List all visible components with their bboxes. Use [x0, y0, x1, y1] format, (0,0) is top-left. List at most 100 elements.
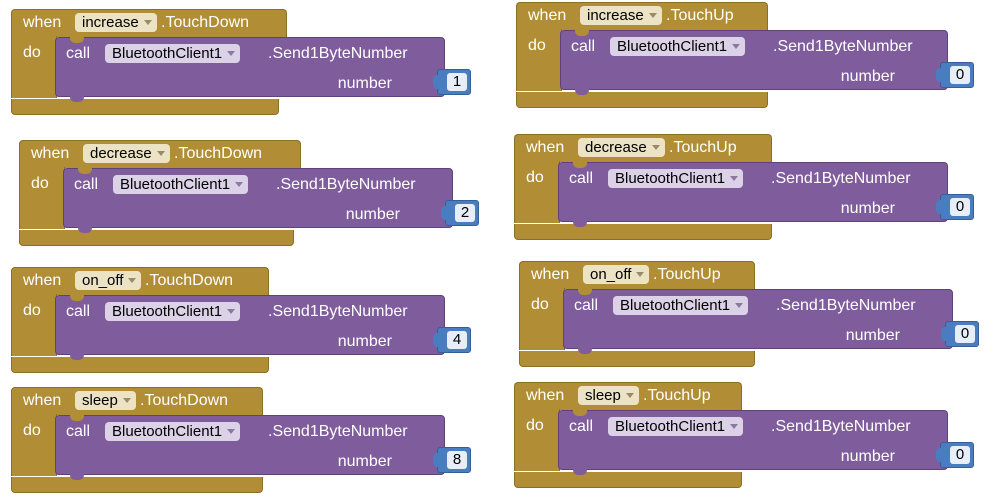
component-dropdown[interactable]: increase [580, 6, 662, 25]
chevron-down-icon [122, 398, 131, 403]
number-value-field[interactable]: 0 [955, 325, 975, 343]
client-dropdown[interactable]: BluetoothClient1 [105, 44, 241, 63]
block-notch [573, 410, 587, 416]
call-label: call [569, 418, 594, 435]
event-name: .TouchDown [140, 392, 229, 409]
event-footer [11, 357, 269, 373]
component-dropdown[interactable]: decrease [83, 144, 170, 163]
do-label: do [526, 169, 544, 186]
client-dropdown[interactable]: BluetoothClient1 [608, 169, 744, 188]
component-dropdown[interactable]: on_off [75, 271, 142, 290]
component-name: sleep [82, 392, 118, 409]
method-name: .Send1ByteNumber [276, 176, 416, 193]
method-name: .Send1ByteNumber [268, 423, 408, 440]
number-value-field[interactable]: 4 [447, 331, 467, 349]
event-header[interactable] [11, 387, 263, 415]
component-name: increase [82, 14, 139, 31]
do-label: do [23, 302, 41, 319]
number-block[interactable]: 2 [441, 200, 479, 226]
component-dropdown[interactable]: sleep [578, 386, 639, 405]
number-block[interactable]: 0 [936, 62, 974, 88]
block-tab [70, 354, 84, 360]
number-block[interactable]: 0 [936, 194, 974, 220]
when-label: when [23, 14, 62, 31]
do-label: do [23, 422, 41, 439]
client-name: BluetoothClient1 [615, 170, 726, 187]
number-value-field[interactable]: 2 [455, 204, 475, 222]
chevron-down-icon [227, 309, 236, 314]
event-name: .TouchUp [666, 7, 734, 24]
method-name: .Send1ByteNumber [268, 45, 408, 62]
number-value-field[interactable]: 0 [950, 446, 970, 464]
number-block[interactable]: 0 [941, 321, 979, 347]
number-block[interactable]: 4 [433, 327, 471, 353]
chevron-down-icon [730, 176, 739, 181]
chevron-down-icon [735, 303, 744, 308]
client-dropdown[interactable]: BluetoothClient1 [613, 296, 749, 315]
param-label: number [840, 448, 895, 465]
number-plug [433, 75, 440, 89]
param-label: number [840, 68, 895, 85]
block-tab [78, 227, 92, 233]
number-plug [941, 327, 948, 341]
when-label: when [526, 387, 565, 404]
client-dropdown[interactable]: BluetoothClient1 [105, 302, 241, 321]
chevron-down-icon [648, 13, 657, 18]
client-name: BluetoothClient1 [120, 176, 231, 193]
call-label: call [574, 297, 599, 314]
when-label: when [23, 392, 62, 409]
number-value-field[interactable]: 1 [447, 73, 467, 91]
client-dropdown[interactable]: BluetoothClient1 [610, 37, 746, 56]
client-dropdown[interactable]: BluetoothClient1 [105, 422, 241, 441]
do-label: do [31, 175, 49, 192]
number-block[interactable]: 1 [433, 69, 471, 95]
component-dropdown[interactable]: sleep [75, 391, 136, 410]
number-value-field[interactable]: 8 [447, 451, 467, 469]
chevron-down-icon [156, 151, 165, 156]
event-name: .TouchDown [145, 272, 234, 289]
event-body-spine [19, 167, 65, 229]
event-footer [516, 92, 768, 108]
param-label: number [337, 333, 392, 350]
block-notch [578, 289, 592, 295]
component-dropdown[interactable]: increase [75, 13, 157, 32]
block-tab [70, 474, 84, 480]
block-notch [575, 30, 589, 36]
number-block[interactable]: 8 [433, 447, 471, 473]
component-dropdown[interactable]: on_off [583, 265, 650, 284]
client-name: BluetoothClient1 [112, 303, 223, 320]
chevron-down-icon [636, 272, 645, 277]
client-name: BluetoothClient1 [620, 297, 731, 314]
number-value-field[interactable]: 0 [950, 66, 970, 84]
client-dropdown[interactable]: BluetoothClient1 [608, 417, 744, 436]
number-value-field[interactable]: 0 [950, 198, 970, 216]
component-dropdown[interactable]: decrease [578, 138, 665, 157]
block-notch [78, 168, 92, 174]
block-tab [573, 469, 587, 475]
when-label: when [31, 145, 70, 162]
block-notch [573, 162, 587, 168]
number-block[interactable]: 0 [936, 442, 974, 468]
do-label: do [526, 417, 544, 434]
block-notch [70, 415, 84, 421]
client-name: BluetoothClient1 [617, 38, 728, 55]
chevron-down-icon [143, 20, 152, 25]
chevron-down-icon [227, 51, 236, 56]
client-dropdown[interactable]: BluetoothClient1 [113, 175, 249, 194]
